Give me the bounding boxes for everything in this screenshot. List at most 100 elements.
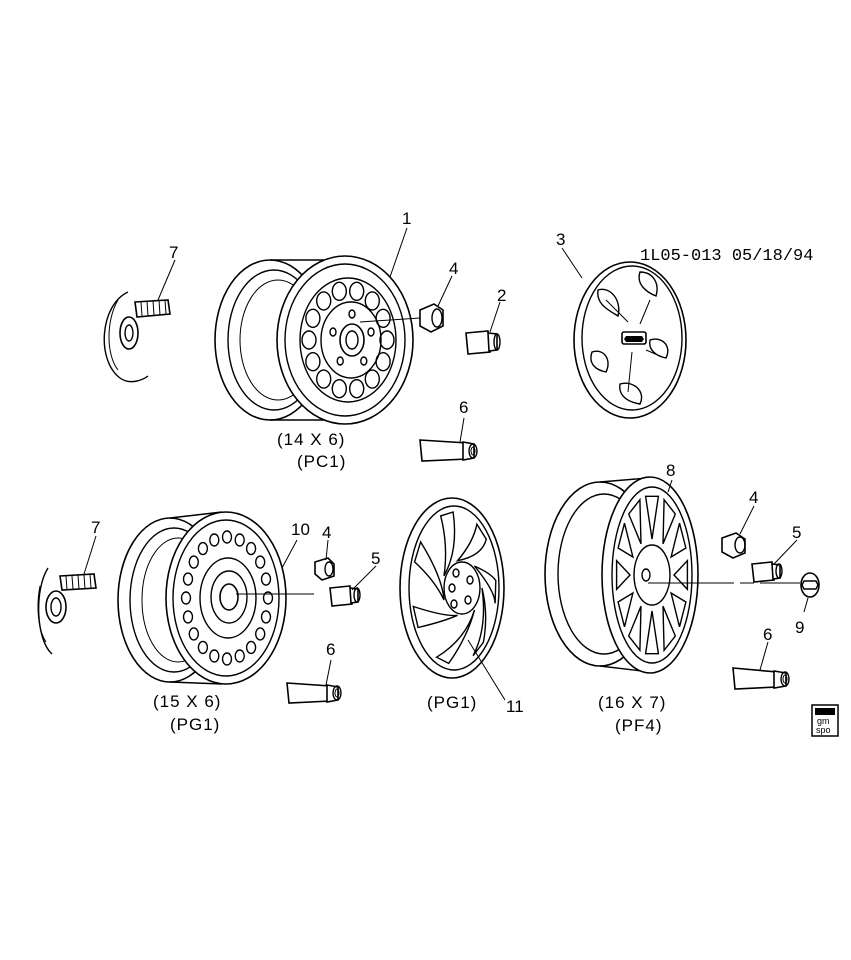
vent-hole [221,530,233,544]
vent-hole [234,533,245,547]
callout-4-top: 4 [449,259,458,278]
callout-5-bottom-left: 5 [371,549,380,568]
callout-7-bottom: 7 [91,518,100,537]
callout-5-bottom-right: 5 [792,523,801,542]
cover-code-pg1: (PG1) [427,693,477,712]
callout-1: 1 [402,209,411,228]
wheel-window [627,497,642,545]
wheel-code-pc1: (PC1) [297,452,346,471]
vent-hole [209,533,220,547]
svg-text:gm: gm [817,716,830,726]
wheel-code-pf4: (PF4) [615,716,663,735]
vent-hole [260,572,272,586]
vent-slot [316,369,332,389]
callout-2: 2 [497,286,506,305]
cover-spoke [473,565,497,604]
vent-hole [182,572,194,586]
vent-hole [197,541,209,556]
lock-key-bottom-right [732,667,790,690]
vent-hole [188,555,200,569]
wheel-window [662,497,677,545]
wheel-lock-nut-bottom-right [751,561,783,583]
wheel-lock-nut-bottom-left [329,585,361,607]
wheel-window [644,495,660,540]
cover-spoke [412,605,458,629]
wheel-window [662,605,677,653]
vent-hole [255,627,266,641]
vent-hole [209,649,220,663]
vent-hole [262,591,274,605]
wheel-cover-15in [399,497,505,679]
lug-hole [348,309,356,319]
document-id: 1L05-013 05/18/94 [640,247,813,266]
vent-slot [349,379,365,399]
vent-slot [331,281,347,301]
cover-spoke [472,587,487,657]
callout-4-bottom-left: 4 [322,523,331,542]
wheel-window [670,523,687,559]
cover-spoke [439,511,456,577]
vent-slot [364,369,380,389]
lug-hole [360,356,368,366]
wheel-window [644,610,660,655]
vent-hole [245,541,257,556]
hub-with-wheel-stud-top [103,291,171,383]
vent-hole [245,640,257,655]
lug-hole [367,327,375,337]
vent-hole [188,627,200,641]
wheel-size-pg1: (15 X 6) [153,692,221,711]
lug-hole [336,356,344,366]
vent-slot [379,330,395,350]
callout-6-top: 6 [459,398,468,417]
aluminum-wheel-16x7 [544,476,699,674]
vent-slot [301,330,317,350]
callout-7-top: 7 [169,243,178,262]
leader-lines [83,227,809,701]
wheel-code-pg1: (PG1) [170,715,220,734]
lock-key-top [419,439,478,462]
vent-slot [331,379,347,399]
wheel-window [627,605,642,653]
wheel-nut-bottom-left [314,557,335,581]
vent-hole [255,555,266,569]
cover-spoke [413,540,445,601]
wheel-window [670,591,687,627]
cover-spoke [435,609,476,665]
vent-slot [305,308,321,328]
wheel-nut-bottom-right [721,532,746,559]
steel-wheel-15x6 [117,511,287,685]
callout-3: 3 [556,230,565,249]
vent-hole [180,591,192,605]
vent-hole [234,649,245,663]
steel-wheel-14x6 [214,255,414,425]
vent-hole [182,610,194,624]
hub-with-wheel-stud-bottom [37,567,97,655]
vent-hole [197,640,209,655]
callout-10: 10 [291,520,310,539]
callout-8: 8 [666,461,675,480]
wheel-size-pf4: (16 X 7) [598,693,666,712]
vent-slot [364,291,380,311]
wheel-window [617,523,634,559]
wheel-lock-nut [465,330,501,355]
wheel-window [673,558,689,592]
vent-slot [349,281,365,301]
callout-11: 11 [506,697,524,716]
wheel-window [617,591,634,627]
vent-hole [260,610,272,624]
cover-spoke [455,522,488,562]
svg-text:spo: spo [816,725,831,735]
callout-4-bottom-right: 4 [749,488,758,507]
vent-hole [221,652,233,666]
center-cap [800,572,820,598]
callout-6-bottom-left: 6 [326,640,335,659]
wheel-window [615,558,631,592]
vent-slot [375,308,391,328]
wheel-size-pc1: (14 X 6) [277,430,345,449]
vent-slot [375,352,391,372]
vent-slot [316,291,332,311]
gm-spo-logo: gm spo [811,704,839,737]
wheel-nut-top [419,303,444,333]
callout-6-bottom-right: 6 [763,625,772,644]
